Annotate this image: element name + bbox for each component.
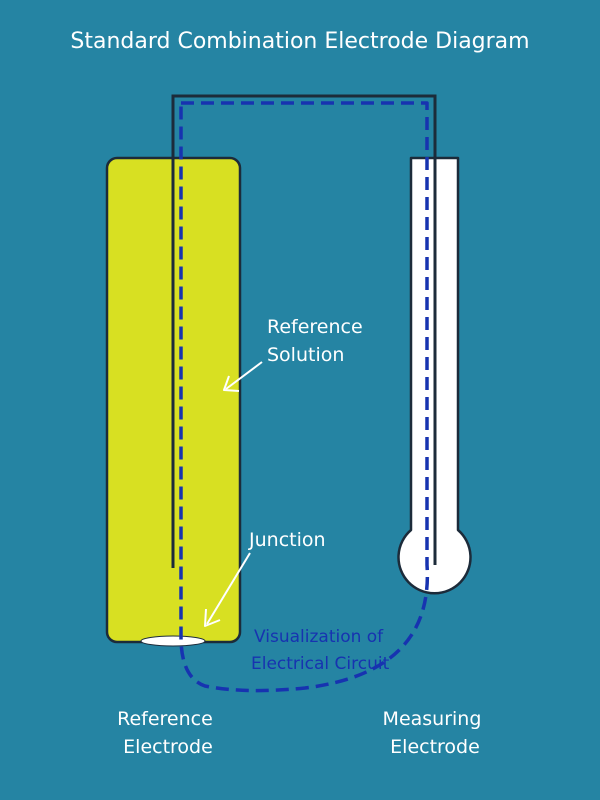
reference-solution-label: Reference Solution [267,316,369,366]
junction-arrow [204,552,251,627]
reference-electrode-label: Reference Electrode [117,708,219,758]
circuit-label: Visualization of Electrical Circuit [251,627,390,674]
diagram-title: Standard Combination Electrode Diagram [70,29,529,54]
junction-label: Junction [248,529,326,551]
connecting-wire [171,94,437,568]
measuring-electrode-label: Measuring Electrode [383,708,488,758]
junction-opening [140,635,206,647]
electrical-circuit-path [179,101,430,693]
reference-solution-arrow [223,361,263,392]
